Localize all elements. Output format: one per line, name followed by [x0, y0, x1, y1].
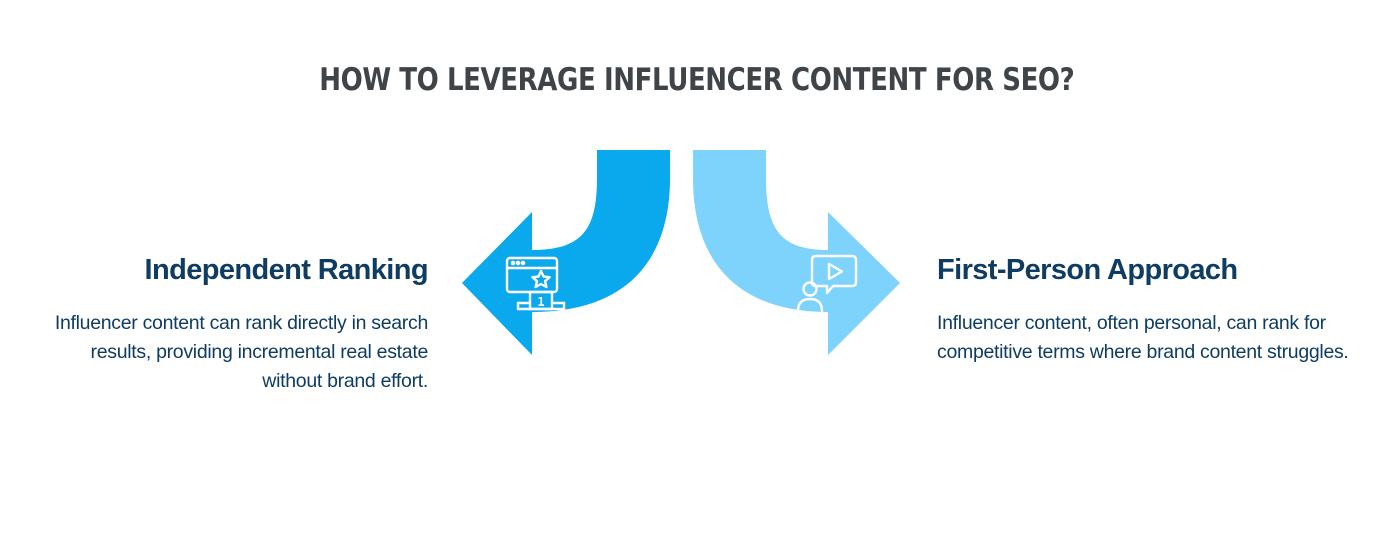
first-person-approach-heading: First-Person Approach	[937, 254, 1238, 286]
video-chat-person-icon	[796, 254, 858, 313]
right-curved-arrow	[693, 150, 900, 355]
podium-number: 1	[537, 295, 544, 309]
independent-ranking-description: Influencer content can rank directly in …	[54, 312, 428, 392]
ranking-podium-icon	[505, 256, 566, 311]
left-curved-arrow	[462, 150, 670, 355]
first-person-approach-description: Influencer content, often personal, can …	[937, 312, 1349, 363]
independent-ranking-heading: Independent Ranking	[144, 254, 429, 286]
page-title: HOW TO LEVERAGE INFLUENCER CONTENT FOR S…	[319, 62, 1075, 98]
